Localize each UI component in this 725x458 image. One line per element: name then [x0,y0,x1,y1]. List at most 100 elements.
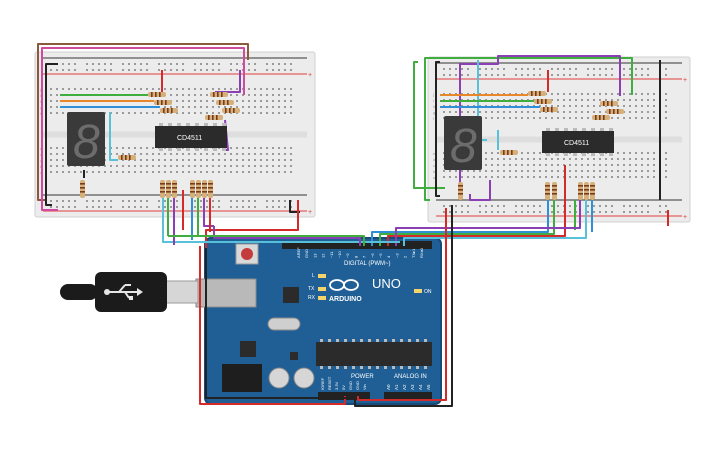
rail-hole [254,69,256,71]
resistor-band [233,108,235,113]
reset-button-cap[interactable] [241,248,253,260]
chip-pin [546,128,550,131]
resistor [205,115,223,120]
breadboard-hole [116,153,118,155]
breadboard-hole [497,158,499,160]
breadboard-hole [581,99,583,101]
breadboard-hole [92,171,94,173]
arduino-uno-board[interactable]: L TX RX ON ARDUINO UNO DIGITAL (PWM~) PO… [195,237,442,405]
breadboard-hole [629,93,631,95]
breadboard-hole [551,99,553,101]
breadboard-hole [581,105,583,107]
board-model: UNO [372,276,401,291]
row-letter: f [433,116,435,121]
breadboard-hole [200,112,202,114]
rail-hole [158,206,160,208]
rail-hole [200,206,202,208]
breadboard-hole [50,171,52,173]
rail-hole [146,206,148,208]
breadboard-hole [164,106,166,108]
breadboard-hole [635,158,637,160]
breadboard-hole [230,94,232,96]
analog-pin-label: A1 [394,384,399,390]
breadboard-hole [521,170,523,172]
breadboard-hole [545,158,547,160]
breadboard-hole [527,164,529,166]
breadboard-hole [230,88,232,90]
rail-hole [122,206,124,208]
mcu-pin [360,366,363,369]
jumper-wire [435,61,440,197]
breadboard-hole [278,147,280,149]
rail-hole [533,74,535,76]
wires [37,43,669,407]
resistor-body [500,150,518,155]
mcu-pin [376,366,379,369]
breadboard-hole [665,164,667,166]
breadboard-hole [593,170,595,172]
breadboard-hole [533,176,535,178]
usb-cable[interactable] [60,272,199,312]
breadboard-hole [491,117,493,119]
breadboard-hole [224,88,226,90]
breadboard-hole [236,165,238,167]
resistor-body [80,180,85,198]
breadboard-hole [599,105,601,107]
breadboard-hole [665,176,667,178]
rail-hole [533,205,535,207]
breadboard-hole [230,106,232,108]
breadboard-hole [236,153,238,155]
digital-header[interactable] [282,241,432,249]
breadboard-hole [116,171,118,173]
breadboard-hole [104,112,106,114]
breadboard-hole [473,111,475,113]
breadboard-hole [206,165,208,167]
breadboard-hole [665,99,667,101]
resistor-body [190,180,195,198]
breadboard-hole [611,176,613,178]
breadboard-hole [242,159,244,161]
resistor-band [539,91,541,96]
breadboard-hole [152,147,154,149]
mcu-pin [320,339,323,342]
breadboard-hole [575,158,577,160]
breadboard-hole [569,93,571,95]
breadboard-hole [254,106,256,108]
breadboard-hole [647,170,649,172]
capacitor [293,367,315,389]
resistor-band [221,92,223,97]
resistor-band [603,115,605,120]
breadboard-hole [497,170,499,172]
rail-hole [158,69,160,71]
breadboard-hole [503,170,505,172]
breadboard-hole [266,94,268,96]
resistor [190,180,195,198]
breadboard-hole [230,159,232,161]
mcu-pin [424,339,427,342]
rail-hole [236,69,238,71]
breadboard-hole [182,171,184,173]
jumper-wire [199,246,346,405]
breadboard-hole [56,153,58,155]
rail-hole [485,68,487,70]
breadboard-hole [503,164,505,166]
breadboard-hole [575,105,577,107]
breadboard-hole [170,153,172,155]
rail-hole [278,206,280,208]
breadboard-hole [587,105,589,107]
breadboard-hole [533,152,535,154]
mcu-pin [344,366,347,369]
rail-hole [497,74,499,76]
breadboard-hole [641,105,643,107]
breadboard-hole [254,153,256,155]
seven-segment-digit: 8 [73,116,100,169]
resistor-band [531,91,533,96]
seven-segment-display [444,116,482,170]
rail-hole [140,200,142,202]
breadboard-hole [116,112,118,114]
resistor [500,150,518,155]
resistor-band [584,193,589,195]
rail-hole [641,74,643,76]
analog-header[interactable] [384,392,432,400]
digital-pin-label: 12 [321,253,326,258]
